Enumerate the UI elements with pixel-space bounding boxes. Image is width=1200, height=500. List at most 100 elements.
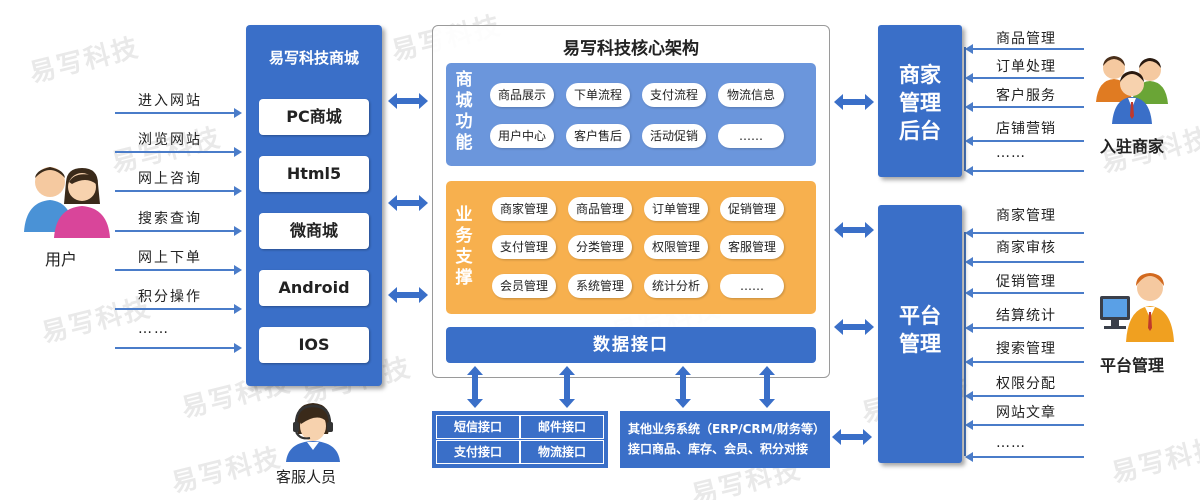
support-label: 业 务 支 撑	[454, 205, 474, 289]
merchant-admin-panel: 商家 管理 后台	[878, 25, 962, 177]
feature-chip[interactable]: 活动促销	[642, 124, 706, 148]
flow-arrow	[965, 136, 1084, 146]
flow-arrow	[965, 323, 1084, 333]
platform-item: 网站文章	[996, 405, 1056, 421]
support-label-char: 务	[455, 226, 473, 246]
feature-chip[interactable]: 支付流程	[642, 83, 706, 107]
support-chip[interactable]: 分类管理	[568, 235, 632, 259]
support-chip[interactable]: 商品管理	[568, 197, 632, 221]
features-label-char: 城	[455, 91, 473, 111]
merchant-item: 订单处理	[996, 59, 1056, 75]
flow-arrow	[115, 265, 242, 275]
double-arrow-icon	[559, 366, 575, 408]
support-chip[interactable]: 订单管理	[644, 197, 708, 221]
watermark: 易写科技	[26, 32, 143, 90]
merchants-icon	[1096, 56, 1168, 124]
support-chip[interactable]: 系统管理	[568, 274, 632, 298]
merchant-item: ……	[996, 145, 1026, 161]
flow-arrow	[965, 391, 1084, 401]
platform-panel-line: 平台	[899, 304, 941, 328]
support-chip[interactable]: 客服管理	[720, 235, 784, 259]
double-arrow-icon	[832, 429, 872, 445]
support-label-char: 支	[455, 247, 473, 267]
other-systems-box: 其他业务系统（ERP/CRM/财务等） 接口商品、库存、会员、积分对接	[620, 411, 830, 468]
payment-interface[interactable]: 支付接口	[436, 440, 520, 464]
double-arrow-icon	[388, 93, 428, 109]
double-arrow-icon	[467, 366, 483, 408]
flow-arrow	[965, 166, 1084, 176]
double-arrow-icon	[759, 366, 775, 408]
double-arrow-icon	[834, 94, 874, 110]
platform-panel-line: 管理	[899, 332, 941, 356]
mall-item-wechat[interactable]: 微商城	[259, 213, 369, 249]
user-action: 网上下单	[138, 250, 202, 266]
flow-arrow	[965, 102, 1084, 112]
flow-arrow	[965, 288, 1084, 298]
support-chip[interactable]: 统计分析	[644, 274, 708, 298]
mall-title: 易写科技商城	[268, 49, 359, 67]
flow-arrow	[965, 228, 1084, 238]
logistics-interface[interactable]: 物流接口	[520, 440, 604, 464]
mall-item-ios[interactable]: IOS	[259, 327, 369, 363]
other-systems-line2: 接口商品、库存、会员、积分对接	[628, 442, 809, 456]
merchant-panel-line: 后台	[899, 119, 941, 143]
merchant-item: 客户服务	[996, 88, 1056, 104]
support-label-char: 撑	[455, 268, 473, 288]
support-chip[interactable]: 商家管理	[492, 197, 556, 221]
flow-arrow	[965, 420, 1084, 430]
features-label-char: 商	[455, 70, 473, 90]
feature-chip[interactable]: 客户售后	[566, 124, 630, 148]
user-action: 搜索查询	[138, 211, 202, 227]
double-arrow-icon	[834, 319, 874, 335]
flow-arrow	[115, 226, 242, 236]
data-interface-bar: 数据接口	[446, 327, 816, 363]
support-label-char: 业	[455, 205, 473, 225]
user-action: 浏览网站	[138, 132, 202, 148]
flow-arrow	[115, 147, 242, 157]
support-chip[interactable]: 权限管理	[644, 235, 708, 259]
core-title: 易写科技核心架构	[563, 39, 699, 59]
flow-arrow	[115, 108, 242, 118]
support-chip[interactable]: 支付管理	[492, 235, 556, 259]
mall-item-android[interactable]: Android	[259, 270, 369, 306]
feature-chip[interactable]: 用户中心	[490, 124, 554, 148]
support-chip[interactable]: 会员管理	[492, 274, 556, 298]
flow-arrow	[965, 452, 1084, 462]
mall-panel: 易写科技商城 PC商城 Html5 微商城 Android IOS	[246, 25, 382, 386]
mall-features-section	[446, 63, 816, 166]
admin-computer-icon	[1100, 273, 1174, 342]
users-label: 用户	[45, 250, 78, 269]
merchant-label: 入驻商家	[1100, 137, 1165, 156]
support-chip[interactable]: ……	[720, 274, 784, 298]
feature-chip[interactable]: 商品展示	[490, 83, 554, 107]
user-action: 积分操作	[138, 289, 202, 305]
users-icon	[24, 167, 110, 238]
flow-arrow	[965, 357, 1084, 367]
sms-interface[interactable]: 短信接口	[436, 415, 520, 439]
user-action: 进入网站	[138, 93, 202, 109]
headset-agent-icon	[286, 403, 340, 462]
feature-chip[interactable]: 物流信息	[718, 83, 784, 107]
other-systems-line1: 其他业务系统（ERP/CRM/财务等）	[628, 422, 825, 436]
mall-item-html5[interactable]: Html5	[259, 156, 369, 192]
double-arrow-icon	[388, 195, 428, 211]
mall-item-pc[interactable]: PC商城	[259, 99, 369, 135]
flow-arrow	[965, 257, 1084, 267]
platform-item: 商家管理	[996, 208, 1056, 224]
feature-chip[interactable]: ……	[718, 124, 784, 148]
flow-arrow	[115, 186, 242, 196]
platform-item: 搜索管理	[996, 341, 1056, 357]
platform-item: 权限分配	[996, 376, 1056, 392]
features-label-char: 能	[455, 133, 473, 153]
feature-chip[interactable]: 下单流程	[566, 83, 630, 107]
platform-item: 商家审核	[996, 240, 1056, 256]
flow-arrow	[965, 44, 1084, 54]
double-arrow-icon	[675, 366, 691, 408]
connector-line	[964, 232, 966, 456]
flow-arrow	[115, 304, 242, 314]
watermark: 易写科技	[168, 442, 285, 500]
support-chip[interactable]: 促销管理	[720, 197, 784, 221]
platform-item: 促销管理	[996, 274, 1056, 290]
email-interface[interactable]: 邮件接口	[520, 415, 604, 439]
double-arrow-icon	[388, 287, 428, 303]
